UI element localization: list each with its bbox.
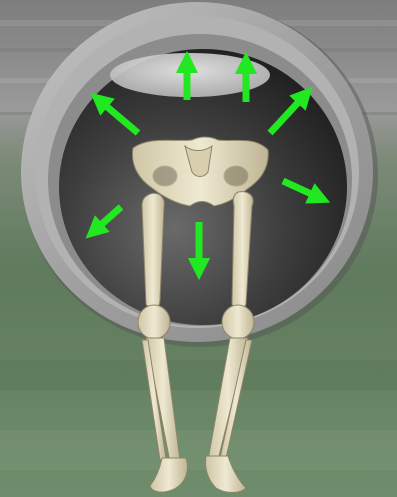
right-knee [222, 305, 254, 339]
left-knee [138, 305, 170, 339]
